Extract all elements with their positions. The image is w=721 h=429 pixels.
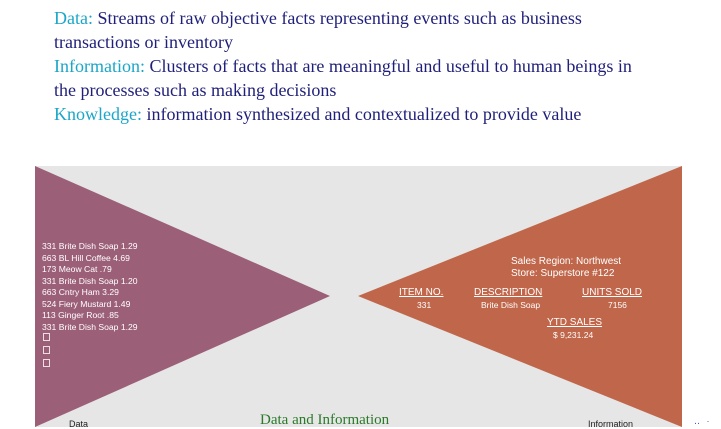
definition-information-text: Clusters of facts that are meaningful an… <box>54 56 632 100</box>
placeholder-box <box>43 346 50 354</box>
data-wedge <box>35 166 330 427</box>
ytd-sales-header: YTD SALES <box>547 317 603 328</box>
store-name: Store: Superstore #122 <box>511 268 615 279</box>
diagram-caption: Data and Information <box>260 412 390 428</box>
term-data: Data: <box>54 8 93 28</box>
raw-data-row: 331 Brite Dish Soap 1.29 <box>42 321 138 332</box>
units-sold-value: 7156 <box>608 300 627 310</box>
placeholder-boxes <box>43 333 50 372</box>
raw-data-row: 173 Meow Cat .79 <box>42 264 112 274</box>
units-sold-header: UNITS SOLD <box>582 287 643 298</box>
description-header: DESCRIPTION <box>474 287 543 298</box>
definition-data-text: Streams of raw objective facts represent… <box>54 8 582 52</box>
information-wedge <box>358 166 682 427</box>
sales-region-block: Sales Region: Northwest Store: Superstor… <box>511 256 621 280</box>
raw-data-row: 663 Cntry Ham 3.29 <box>42 287 119 297</box>
data-corner-label: Data <box>69 419 89 429</box>
item-no-value: 331 <box>417 300 432 310</box>
information-corner-label: Information <box>588 419 634 429</box>
item-no-header: ITEM NO. <box>399 287 444 298</box>
term-knowledge: Knowledge: <box>54 104 142 124</box>
ytd-sales-value: $ 9,231.24 <box>553 330 594 340</box>
definition-data: Data: Streams of raw objective facts rep… <box>54 6 654 54</box>
definition-information: Information: Clusters of facts that are … <box>54 54 654 102</box>
raw-data-row: 113 Ginger Root .85 <box>42 310 119 320</box>
description-value: Brite Dish Soap <box>481 300 541 310</box>
raw-data-row: 524 Fiery Mustard 1.49 <box>42 298 131 309</box>
raw-data-row: 331 Brite Dish Soap 1.20 <box>42 275 138 286</box>
next-slide-icon[interactable]: ‥ · <box>694 416 712 426</box>
raw-data-list: 331 Brite Dish Soap 1.29 663 BL Hill Cof… <box>42 241 138 333</box>
diagram-graphic <box>35 166 682 427</box>
definitions-block: Data: Streams of raw objective facts rep… <box>54 6 654 126</box>
data-information-diagram: 331 Brite Dish Soap 1.29 663 BL Hill Cof… <box>35 166 682 427</box>
definition-knowledge-text: information synthesized and contextualiz… <box>141 104 582 124</box>
definition-knowledge: Knowledge: information synthesized and c… <box>54 102 654 126</box>
raw-data-row: 663 BL Hill Coffee 4.69 <box>42 252 130 263</box>
term-information: Information: <box>54 56 145 76</box>
sales-region: Sales Region: Northwest <box>511 256 622 267</box>
placeholder-box <box>43 333 50 341</box>
raw-data-row: 331 Brite Dish Soap 1.29 <box>42 241 138 251</box>
placeholder-box <box>43 359 50 367</box>
